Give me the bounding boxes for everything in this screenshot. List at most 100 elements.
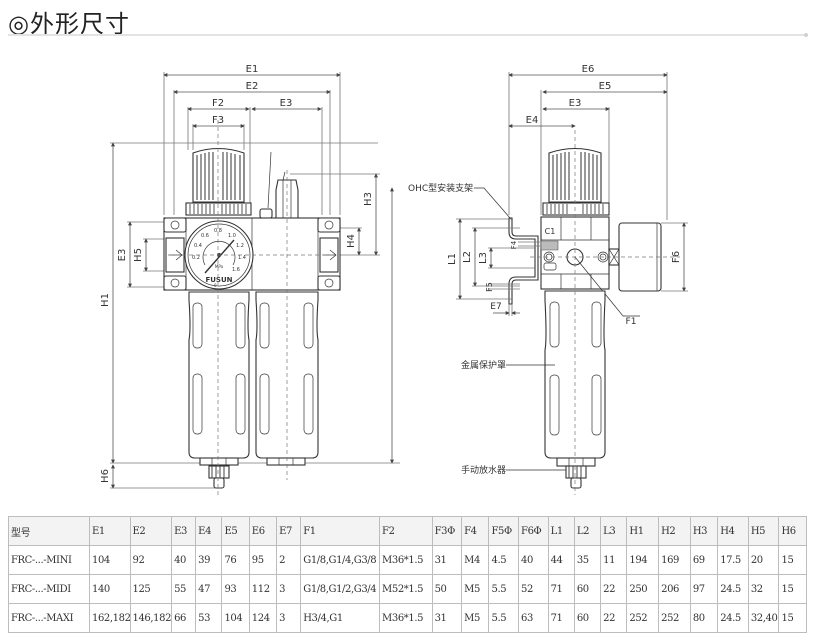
dim-e1-label: E1 [246,64,259,75]
table-cell: 112 [248,574,278,604]
table-cell: 44 [547,545,575,575]
table-cell: 47 [195,574,223,604]
gauge-tick-0.2: 0.2 [192,255,200,261]
gauge-tick-0.6: 0.6 [201,233,209,239]
table-cell: 40 [518,545,549,575]
dim-e5-label: E5 [599,81,612,92]
gauge-tick-0.8: 0.8 [214,228,222,234]
table-cell: 3 [276,574,302,604]
table-cell: 252 [658,603,691,633]
column-header-12: F5Φ [488,516,520,546]
table-cell: 93 [221,574,250,604]
table-cell: 2 [276,545,302,575]
table-cell: 124 [248,603,278,633]
column-header-9: F2 [379,516,433,546]
table-cell: G1/8,G1/2,G3/4 [300,574,381,604]
table-cell: 104 [89,545,131,575]
model-cell: FRC-...-MINI [8,545,90,575]
dim-e3-side-label: E3 [117,249,128,262]
side-view: E6 E5 E3 E4 [408,64,688,495]
dim-e3-top-label: E3 [280,98,293,109]
table-cell: 39 [195,545,223,575]
table-cell: 60 [573,574,602,604]
table-cell: M5 [461,603,490,633]
table-cell: M5 [461,574,490,604]
dim-e4-label: E4 [526,115,539,126]
dimension-drawing: E1 E2 F2 E3 F3 H1 H6 E3 H5 H3 H4 [100,64,688,495]
table-cell: 194 [626,545,660,575]
table-cell: M52*1.5 [379,574,433,604]
table-cell: 140 [89,574,131,604]
column-header-5: E5 [221,516,250,546]
dim-l1-label: L1 [447,253,458,265]
column-header-21: H5 [747,516,780,546]
table-cell: 15 [778,574,807,604]
gauge-brand: FUSUN [205,276,232,284]
dim-h6-label: H6 [100,469,111,483]
bracket-callout: OHC型安装支架 [408,182,473,194]
dim-c1-label: C1 [545,227,556,236]
column-header-4: E4 [195,516,223,546]
table-cell: 63 [518,603,549,633]
table-cell: 11 [600,545,628,575]
table-cell: 104 [221,603,250,633]
table-cell: 69 [689,545,719,575]
table-cell: 5.5 [488,603,520,633]
table-cell: 169 [658,545,691,575]
table-cell: 55 [171,574,197,604]
table-cell: 17.5 [717,545,749,575]
dim-f4-label: F4 [510,240,518,249]
drain-callout: 手动放水器 [461,464,506,476]
table-cell: 71 [547,603,575,633]
page-title: ◎外形尺寸 [8,10,130,38]
title-divider-end [804,33,808,37]
table-cell: 4.5 [488,545,520,575]
table-cell: 66 [171,603,197,633]
table-cell: 3 [276,603,302,633]
column-header-11: F4 [461,516,490,546]
table-cell: 146,182 [129,603,173,633]
column-header-1: E1 [89,516,131,546]
table-cell: 252 [626,603,660,633]
table-cell: 40 [171,545,197,575]
table-cell: G1/8,G1/4,G3/8 [300,545,381,575]
side-gauge [618,222,662,292]
dim-h3-label: H3 [363,192,374,206]
table-cell: 92 [129,545,173,575]
dim-e3-label: E3 [569,98,582,109]
column-header-17: H1 [626,516,660,546]
table-cell: 15 [778,545,807,575]
gauge-tick-1.4: 1.4 [238,255,246,261]
column-header-16: L3 [600,516,628,546]
gauge-tick-1.2: 1.2 [236,243,244,249]
dim-h4-label: H4 [346,234,357,248]
column-header-13: F6Φ [518,516,549,546]
side-bowl [544,290,606,459]
table-cell: 125 [129,574,173,604]
column-header-22: H6 [778,516,807,546]
table-cell: 20 [747,545,780,575]
table-cell: M4 [461,545,490,575]
table-cell: 5.5 [488,574,520,604]
column-header-6: E6 [248,516,278,546]
table-cell: 24.5 [717,603,749,633]
dim-h5-label: H5 [133,248,144,262]
gauge-tick-0: 0 [214,283,217,288]
table-cell: 52 [518,574,549,604]
filter-bowl [188,291,250,459]
dim-f5-label: F5 [485,282,494,292]
column-header-19: H3 [689,516,719,546]
ohc-bracket [508,217,539,305]
guard-callout: 金属保护罩 [461,359,506,371]
front-view: E1 E2 F2 E3 F3 H1 H6 E3 H5 H3 H4 [100,64,400,495]
table-cell: M36*1.5 [379,545,433,575]
gauge-tick-0.4: 0.4 [194,243,202,249]
column-header-8: F1 [300,516,381,546]
table-cell: 53 [195,603,223,633]
table-cell: H3/4,G1 [300,603,381,633]
dim-e7-label: E7 [490,302,501,312]
table-cell: 97 [689,574,719,604]
table-cell: 76 [221,545,250,575]
